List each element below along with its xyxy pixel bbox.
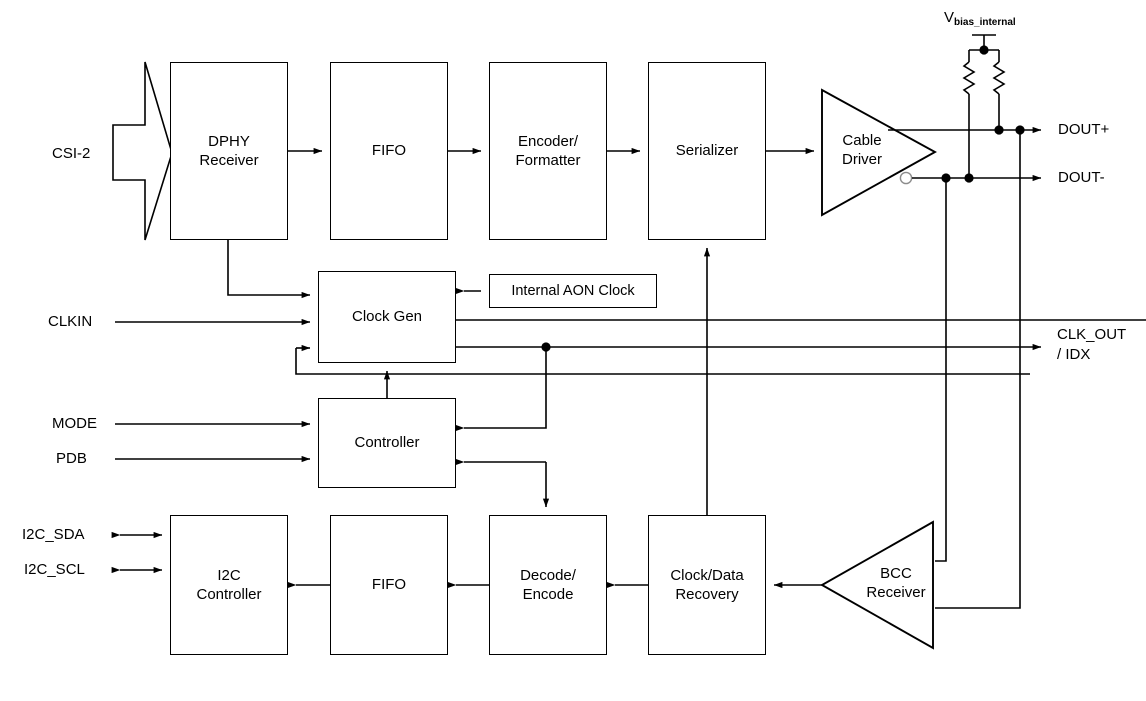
block-label: Encoder/ Formatter [515,132,580,170]
port-label-pdb: PDB [56,450,87,467]
port-label-csi2: CSI-2 [52,145,91,162]
block-label: Serializer [675,142,739,160]
block-encoder-formatter[interactable]: Encoder/ Formatter [489,62,607,240]
block-label: FIFO [371,142,407,160]
block-label: Decode/ Encode [520,566,576,604]
clk-out-line1: CLK_OUT [1057,326,1127,343]
block-label: Controller [354,434,420,452]
block-serializer[interactable]: Serializer [648,62,766,240]
block-label: FIFO [371,576,407,594]
block-label-line2: Receiver [199,152,259,169]
block-controller[interactable]: Controller [318,398,456,488]
block-internal-aon-clock[interactable]: Internal AON Clock [489,274,657,308]
port-label-i2c-sda: I2C_SDA [22,526,85,543]
port-label-vbias-internal: Vbias_internal [944,9,1016,28]
vbias-symbol: V [944,9,955,26]
block-label-line1: Decode/ [520,566,576,584]
block-decode-encode[interactable]: Decode/ Encode [489,515,607,655]
block-fifo-tx[interactable]: FIFO [330,62,448,240]
port-label-mode: MODE [52,415,97,432]
block-clock-data-recovery[interactable]: Clock/Data Recovery [648,515,766,655]
block-label-line2: Formatter [515,152,581,169]
block-label-line1: I2C [217,566,241,584]
block-label-line1: Clock/Data [670,566,744,584]
block-label: DPHY Receiver [199,132,258,170]
block-label-line1: Encoder/ [517,132,579,150]
csi2-arrow-shape [112,61,173,241]
block-i2c-controller[interactable]: I2C Controller [170,515,288,655]
block-dphy-receiver[interactable]: DPHY Receiver [170,62,288,240]
block-label: Clock/Data Recovery [670,566,743,604]
port-label-clkin: CLKIN [48,313,93,330]
block-label-line2: Encode [522,586,574,603]
port-label-dout-minus: DOUT- [1058,169,1105,186]
block-label-line2: Controller [196,586,262,603]
block-label-line1: DPHY [208,132,250,150]
block-label: Clock Gen [351,308,423,326]
block-fifo-rx[interactable]: FIFO [330,515,448,655]
block-label: I2C Controller [196,566,261,604]
port-label-clk-out-idx: CLK_OUT / IDX [1057,325,1126,364]
port-label-i2c-scl: I2C_SCL [24,561,85,578]
clk-out-line2: / IDX [1057,345,1091,363]
block-label: Internal AON Clock [511,282,635,299]
vbias-subscript: bias_internal [954,17,1016,28]
port-label-dout-plus: DOUT+ [1058,121,1110,138]
block-clock-gen[interactable]: Clock Gen [318,271,456,363]
block-label-line2: Recovery [675,586,739,603]
